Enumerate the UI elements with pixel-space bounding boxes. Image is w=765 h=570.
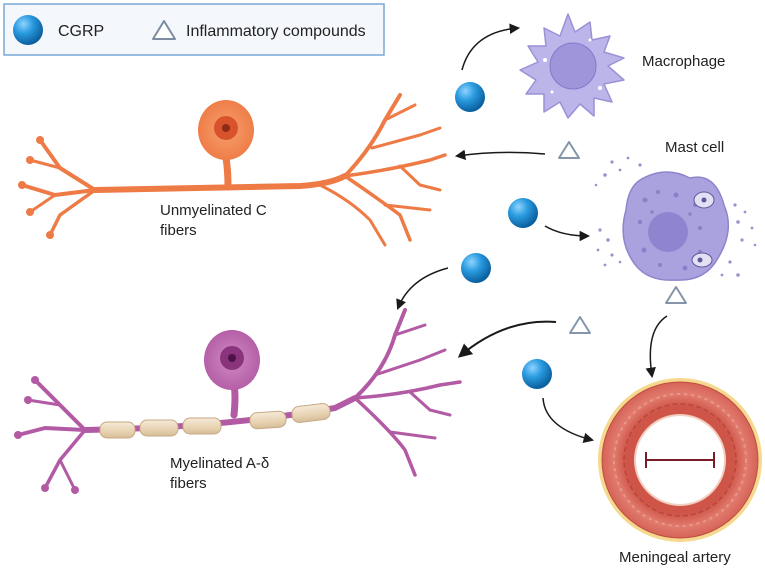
inflammatory-compound bbox=[558, 141, 580, 159]
inflammatory-compound bbox=[665, 286, 687, 304]
cgrp-legend-icon bbox=[13, 15, 43, 45]
lumen-diameter-marker bbox=[645, 452, 715, 468]
legend-inflammatory-label: Inflammatory compounds bbox=[186, 23, 366, 40]
arrow-inflammatory-to-a-delta-fiber bbox=[457, 320, 557, 358]
arrows bbox=[396, 23, 668, 444]
cgrp-molecule bbox=[522, 359, 552, 389]
cgrp-molecules bbox=[455, 82, 552, 389]
mast-cell-granules bbox=[594, 156, 757, 277]
unmyelinated-label-line1: Unmyelinated C bbox=[160, 202, 267, 219]
mast-cell-nucleus bbox=[648, 212, 688, 252]
myelin-sheaths bbox=[99, 403, 331, 439]
mast-cell bbox=[622, 171, 730, 281]
macrophage-nucleus bbox=[549, 42, 597, 90]
mast-cell-label: Mast cell bbox=[665, 139, 724, 156]
arrow-cgrp-to-mast-cell bbox=[544, 225, 591, 242]
meningeal-artery bbox=[598, 378, 762, 542]
arrow-inflammatory-to-c-fiber bbox=[454, 149, 546, 161]
cgrp-molecule bbox=[508, 198, 538, 228]
macrophage-label: Macrophage bbox=[642, 53, 725, 70]
unmyelinated-terminal-knobs bbox=[18, 136, 54, 239]
inflammatory-compounds bbox=[558, 141, 687, 334]
legend-cgrp-label: CGRP bbox=[58, 23, 104, 40]
arrow-mast-cell-to-artery bbox=[645, 315, 668, 379]
unmyelinated-c-fiber bbox=[20, 93, 447, 247]
macrophage-cell bbox=[519, 13, 625, 119]
myelinated-terminal-knobs bbox=[14, 376, 79, 494]
cgrp-molecule bbox=[455, 82, 485, 112]
myelinated-label-line1: Myelinated A-δ bbox=[170, 455, 269, 472]
myelinated-label-line2: fibers bbox=[170, 475, 207, 492]
arrow-cgrp-to-a-delta-fiber bbox=[396, 267, 449, 310]
unmyelinated-label-line2: fibers bbox=[160, 222, 197, 239]
inflammatory-legend-icon bbox=[152, 20, 176, 40]
legend-box bbox=[3, 3, 385, 56]
myelinated-soma bbox=[204, 330, 260, 390]
arrow-cgrp-to-macrophage bbox=[461, 23, 521, 71]
legend: CGRP Inflammatory compounds bbox=[3, 3, 385, 56]
unmyelinated-soma bbox=[198, 100, 254, 160]
inflammatory-compound bbox=[569, 316, 591, 334]
arrow-cgrp-to-artery bbox=[542, 397, 595, 444]
cgrp-molecule bbox=[461, 253, 491, 283]
meningeal-artery-label: Meningeal artery bbox=[619, 549, 731, 566]
